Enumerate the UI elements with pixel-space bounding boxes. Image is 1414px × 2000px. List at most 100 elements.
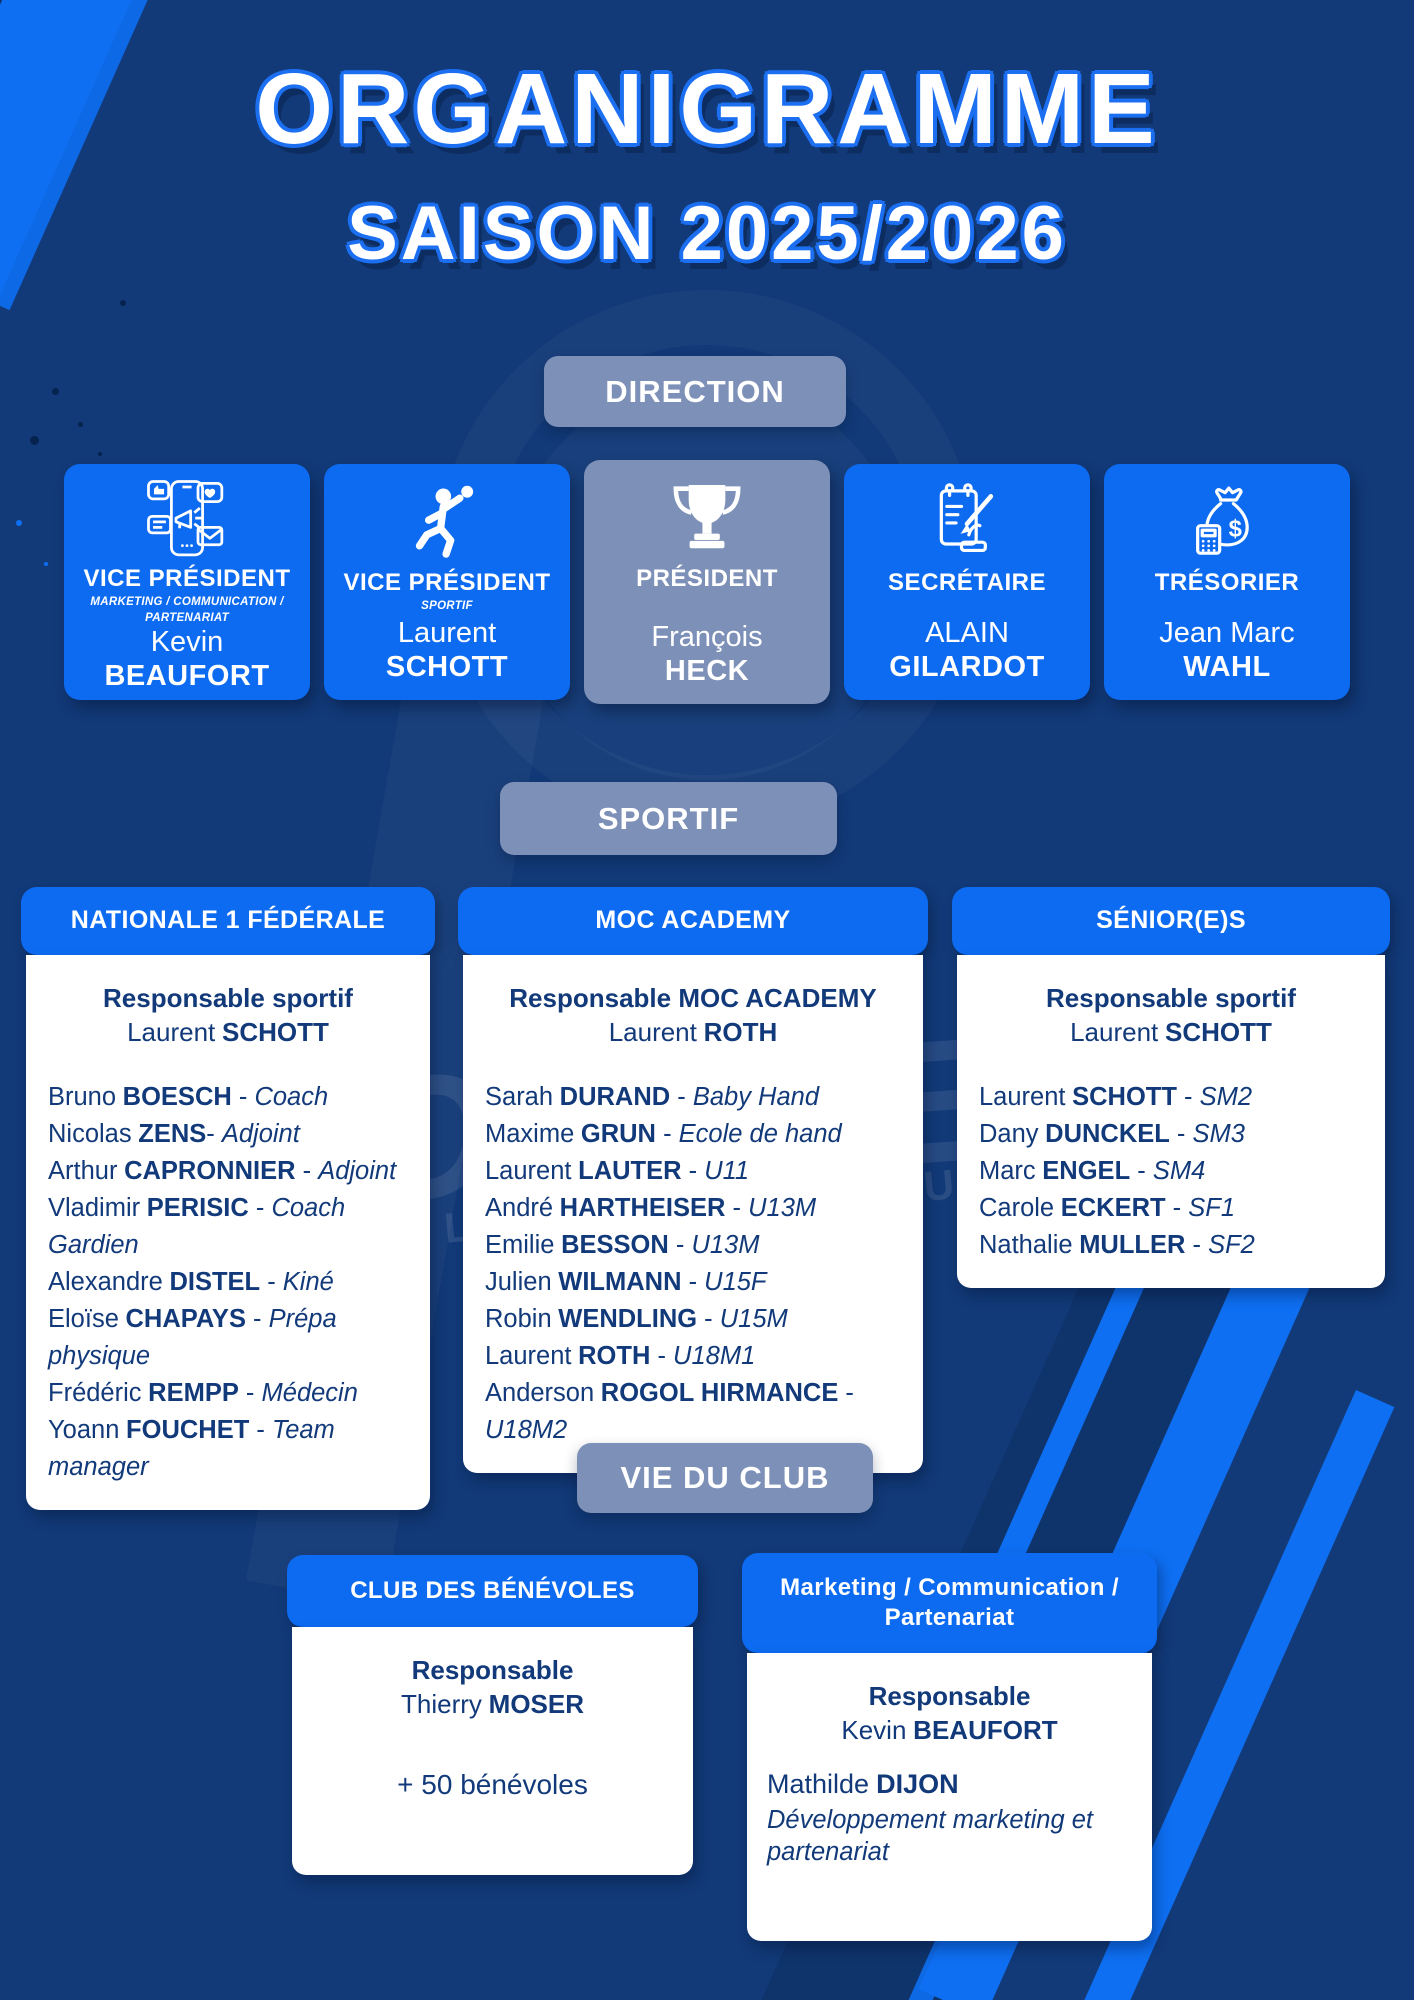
last-name: GILARDOT [889, 650, 1045, 683]
role-subtitle: MARKETING / COMMUNICATION / PARTENARIAT [90, 596, 284, 624]
role-title: VICE PRÉSIDENT [343, 569, 551, 596]
person-name: ALAIN GILARDOT [889, 617, 1044, 700]
last-name: SCHOTT [385, 650, 509, 683]
person-name: Laurent SCHOTT [386, 617, 508, 700]
speckle [98, 452, 102, 456]
direction-card-secretaire: SECRÉTAIRE ALAIN GILARDOT [844, 464, 1090, 700]
responsable-title: Responsable [411, 1655, 574, 1685]
speckle [30, 436, 39, 445]
clipboard-signature-icon [923, 476, 1011, 568]
marketing-communication-card: Marketing / Communication / Partenariat … [742, 1553, 1157, 1941]
season-subtitle: SAISON 2025/2026 [347, 191, 1067, 276]
card-header: Marketing / Communication / Partenariat [742, 1553, 1157, 1653]
responsable-title: Responsable sportif [103, 983, 353, 1013]
card-header: MOC ACADEMY [458, 887, 928, 955]
first-name: Jean Marc [1159, 617, 1295, 650]
speckle [44, 562, 48, 566]
direction-card-tresorier: $ TRÉSORIER Jean Marc WAHL [1104, 464, 1350, 700]
speckle [16, 520, 22, 526]
direction-section-label: DIRECTION [544, 356, 846, 427]
first-name: François [651, 621, 763, 654]
direction-card-vp-marketing: VICE PRÉSIDENT MARKETING / COMMUNICATION… [64, 464, 310, 700]
svg-text:$: $ [1229, 516, 1242, 543]
person-name: Kevin BEAUFORT [104, 626, 269, 709]
card-header: NATIONALE 1 FÉDÉRALE [21, 887, 435, 955]
direction-card-president: PRÉSIDENT François HECK [584, 460, 830, 704]
last-name: HECK [664, 654, 750, 687]
direction-cards-row: VICE PRÉSIDENT MARKETING / COMMUNICATION… [0, 460, 1414, 704]
speckle [52, 388, 59, 395]
first-name: Kevin [150, 626, 224, 659]
vie-du-club-section-label: VIE DU CLUB [577, 1443, 873, 1513]
last-name: BEAUFORT [104, 659, 270, 692]
social-media-phone-icon [143, 476, 231, 564]
speckle [120, 300, 126, 306]
card-header: SÉNIOR(E)S [952, 887, 1390, 955]
responsable-title: Responsable MOC ACADEMY [509, 983, 877, 1013]
responsable-title: Responsable [868, 1681, 1031, 1711]
first-name: ALAIN [925, 617, 1009, 650]
sportif-section-label: SPORTIF [500, 782, 837, 855]
direction-card-vp-sportif: VICE PRÉSIDENT SPORTIF Laurent SCHOTT [324, 464, 570, 700]
person-name: Jean Marc WAHL [1159, 617, 1294, 700]
speckle [78, 422, 83, 427]
person-name: François HECK [651, 621, 762, 704]
member-role: Développement marketing et partenariat [767, 1806, 1094, 1866]
benevoles-count: + 50 bénévoles [397, 1769, 588, 1800]
card-header: CLUB DES BÉNÉVOLES [287, 1555, 698, 1627]
nationale-1-federale-card: NATIONALE 1 FÉDÉRALE Responsable sportif… [21, 887, 435, 1510]
role-title: PRÉSIDENT [636, 565, 778, 592]
role-title: SECRÉTAIRE [888, 569, 1046, 596]
responsable-title: Responsable sportif [1046, 983, 1296, 1013]
money-bag-icon: $ [1183, 476, 1271, 568]
last-name: WAHL [1183, 650, 1271, 683]
role-title: TRÉSORIER [1154, 569, 1300, 596]
first-name: Laurent [397, 617, 497, 650]
role-title: VICE PRÉSIDENT [83, 565, 291, 592]
handball-player-icon [403, 476, 491, 568]
poster-title: ORGANIGRAMME [255, 53, 1159, 165]
